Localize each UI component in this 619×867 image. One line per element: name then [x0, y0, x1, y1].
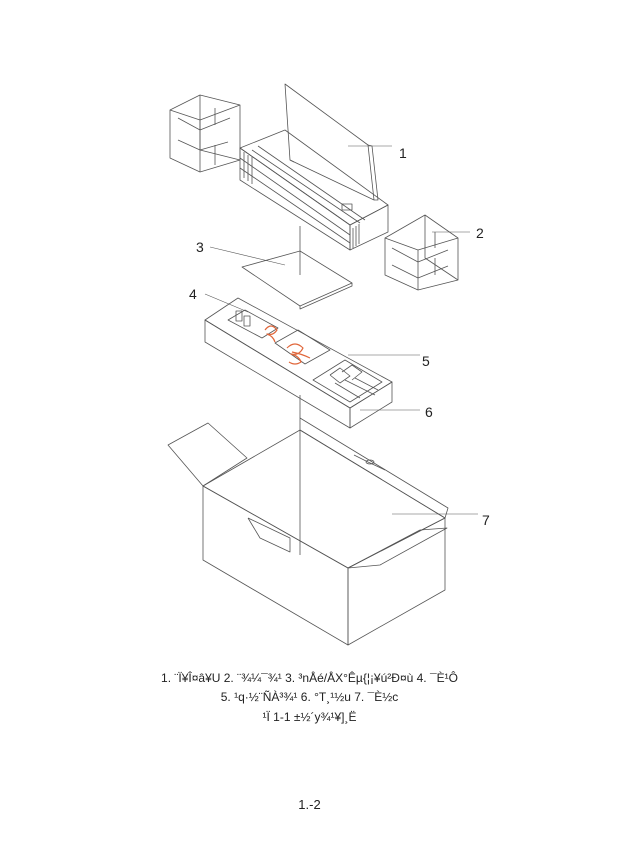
callout-label-1: 1 — [399, 145, 407, 161]
callout-label-4: 4 — [189, 286, 197, 302]
leader-lines — [204, 145, 478, 515]
accent-cables — [264, 325, 311, 365]
accessory-tray — [204, 297, 393, 429]
caption-line-1: 1. ¨Ï¥Î¤â¥U 2. ¨¾¼¯¾¹ 3. ³nÅé/ÅX°Êµ{¦¡¥ú… — [161, 671, 458, 685]
callout-label-7: 7 — [482, 512, 490, 528]
caption-line-3: ¹Ï 1-1 ±½´y¾¹¥]¸Ë — [262, 710, 357, 724]
callout-label-5: 5 — [422, 353, 430, 369]
scanner — [239, 129, 389, 251]
packing-diagram — [167, 83, 478, 646]
caption-line-2: 5. ¹q·½¨ÑÀ³¾¹ 6. °T¸¹½u 7. ¯È½c — [220, 690, 399, 704]
callout-label-2: 2 — [476, 225, 484, 241]
carton-box — [167, 395, 449, 646]
software-cd-sleeve — [241, 226, 353, 310]
page-number: 1.-2 — [298, 797, 321, 812]
manual — [284, 83, 379, 201]
left-foam-cushion — [169, 94, 241, 173]
callout-label-3: 3 — [196, 239, 204, 255]
callout-label-6: 6 — [425, 404, 433, 420]
right-foam-cushion — [384, 214, 459, 291]
